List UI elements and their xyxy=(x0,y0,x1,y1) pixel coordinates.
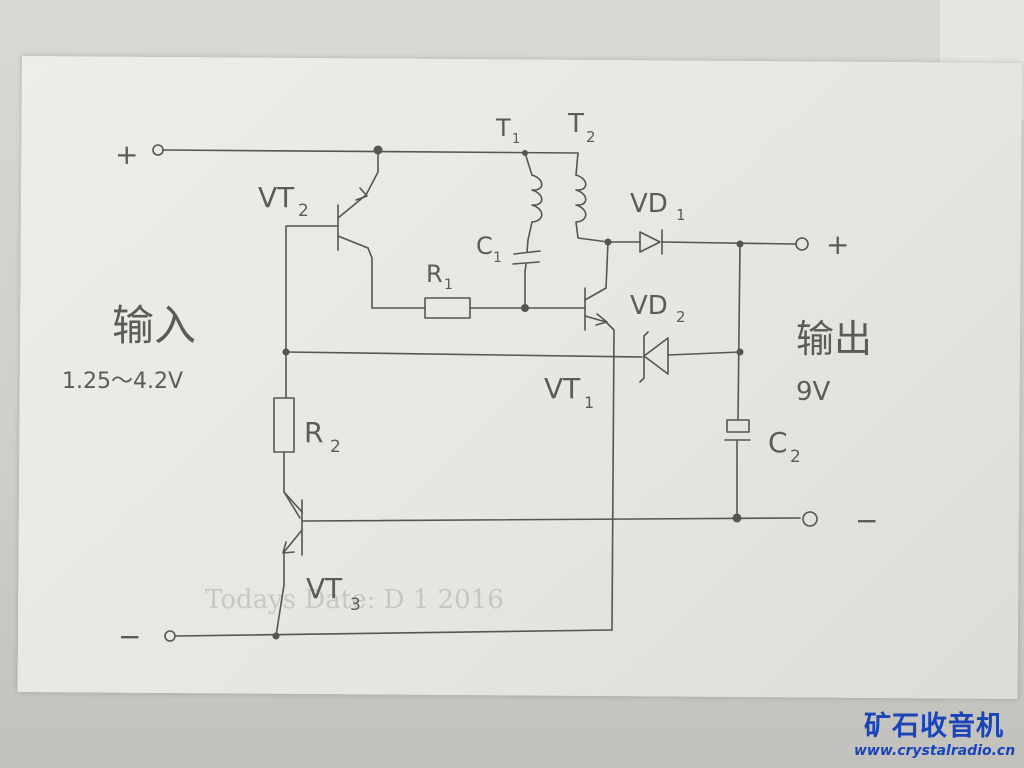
input-plus-terminal xyxy=(152,144,164,156)
output-minus-terminal xyxy=(802,511,818,527)
c1-label: C xyxy=(476,232,493,260)
input-label: 输入 xyxy=(112,301,196,350)
t2-subscript: 2 xyxy=(586,128,596,146)
inductor-t1-symbol xyxy=(531,174,543,223)
output-plus-terminal xyxy=(795,237,809,251)
vd1-subscript: 1 xyxy=(676,206,686,224)
r2-label: R xyxy=(304,416,323,449)
output-minus-label: − xyxy=(855,504,878,537)
output-label: 输出 xyxy=(796,317,872,361)
vt1-label: VT xyxy=(544,372,581,405)
diode-vd1-symbol xyxy=(639,229,663,255)
resistor-r1-symbol xyxy=(424,297,471,319)
vt1-subscript: 1 xyxy=(584,393,594,412)
r1-label: R xyxy=(426,260,443,288)
junction-dot xyxy=(373,145,383,155)
junction-dot xyxy=(604,238,612,246)
vt3-label: VT xyxy=(306,572,343,605)
capacitor-c2-symbol xyxy=(724,419,751,441)
inductor-t2-symbol xyxy=(575,174,587,223)
capacitor-c1-symbol xyxy=(512,239,541,273)
vd1-label: VD xyxy=(630,189,668,219)
wires xyxy=(162,149,801,637)
t1-label: T xyxy=(495,114,511,142)
t1-subscript: 1 xyxy=(512,132,520,147)
t2-label: T xyxy=(567,109,584,139)
c2-label: C xyxy=(768,426,788,459)
r1-subscript: 1 xyxy=(444,277,453,293)
junction-dot xyxy=(272,632,280,640)
transistor-vt3-symbol xyxy=(282,491,303,586)
diode-vd2-symbol xyxy=(639,331,669,383)
junction-dot xyxy=(282,348,290,356)
transistor-vt2-symbol xyxy=(337,187,369,251)
input-range-label: 1.25～4.2V xyxy=(62,369,183,394)
bleed-through-text: Todays Date: D 1 2016 xyxy=(205,585,504,615)
input-minus-label: − xyxy=(118,620,141,653)
vt3-subscript: 3 xyxy=(350,595,361,615)
input-plus-label: + xyxy=(115,138,138,171)
transistor-vt1-symbol xyxy=(584,287,608,331)
input-minus-terminal xyxy=(164,630,176,642)
resistor-r2-symbol xyxy=(273,397,295,453)
watermark-url: www.crystalradio.cn xyxy=(854,743,1016,759)
site-watermark: 矿石收音机 www.crystalradio.cn xyxy=(854,711,1016,760)
vd2-label: VD xyxy=(630,291,668,321)
junction-dot xyxy=(736,348,744,356)
junction-dot xyxy=(522,150,528,156)
junction-dot xyxy=(521,304,529,312)
terminals xyxy=(152,144,818,642)
c2-subscript: 2 xyxy=(790,447,801,467)
vt2-subscript: 2 xyxy=(298,201,309,221)
output-plus-label: + xyxy=(826,228,849,261)
output-voltage-label: 9V xyxy=(796,377,831,407)
watermark-title: 矿石收音机 xyxy=(864,711,1004,742)
c1-subscript: 1 xyxy=(493,250,502,266)
vt2-label: VT xyxy=(258,181,295,214)
junction-dot xyxy=(732,513,742,523)
r2-subscript: 2 xyxy=(330,437,341,457)
vd2-subscript: 2 xyxy=(676,308,686,326)
junction-dot xyxy=(736,240,744,248)
junction-dots xyxy=(272,145,744,640)
